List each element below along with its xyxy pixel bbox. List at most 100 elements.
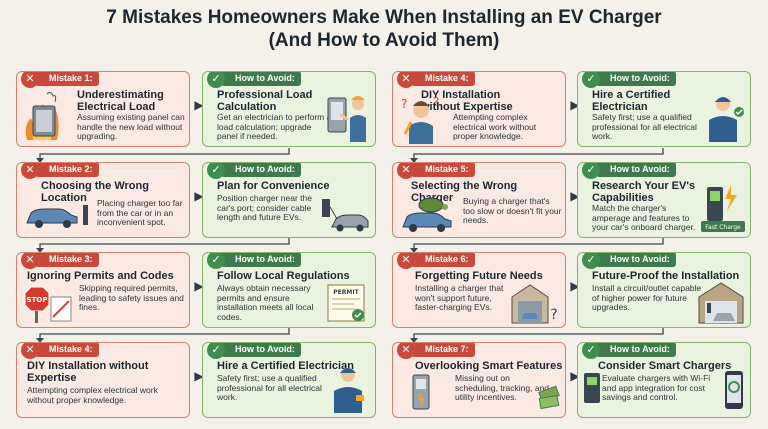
mistake-body: Buying a charger that's too slow or does…	[463, 196, 562, 225]
arrow-right-icon: ▶	[570, 189, 580, 203]
arrow-right-icon: ▶	[194, 279, 204, 293]
arrow-right-icon: ▶	[194, 98, 204, 112]
x-badge-icon: ✕	[397, 72, 415, 88]
mistake-tag: Mistake 2:	[35, 163, 99, 177]
fast-charger-icon: Fast Charge	[701, 185, 745, 232]
mistake-body: Attempting complex electrical work witho…	[453, 112, 537, 141]
mistake-tag: Mistake 1:	[35, 72, 99, 86]
avoid-card-6: ✓ How to Avoid: Future-Proof the Install…	[577, 252, 751, 328]
avoid-card-7: ✓ How to Avoid: Consider Smart Chargers …	[577, 342, 751, 418]
arrow-right-icon: ▶	[194, 189, 204, 203]
avoid-body: Install a circuit/outlet capable of high…	[592, 283, 702, 312]
check-badge-icon: ✓	[207, 343, 225, 359]
mistake-body: Attempting complex electrical work witho…	[27, 385, 158, 405]
mistake-heading: DIY Installation without Expertise	[421, 89, 513, 113]
x-badge-icon: ✕	[21, 72, 39, 88]
mistake-card-1: ✕ Mistake 1: Underestimating Electrical …	[16, 71, 190, 147]
avoid-card-1: ✓ How to Avoid: Professional Load Calcul…	[202, 71, 376, 147]
avoid-body: Match the charger's amperage and feature…	[592, 203, 696, 232]
avoid-heading: Professional Load Calculation	[217, 89, 313, 113]
avoid-heading: Follow Local Regulations	[217, 270, 350, 282]
avoid-heading: Hire a Certified Electrician	[592, 89, 671, 113]
arrow-right-icon: ▶	[570, 369, 580, 383]
mistake-card-2: ✕ Mistake 2: Choosing the Wrong Location…	[16, 162, 190, 238]
avoid-body: Safety first; use a qualified profession…	[592, 112, 697, 141]
arrow-right-icon: ▶	[570, 279, 580, 293]
avoid-heading: Future-Proof the Installation	[592, 270, 740, 282]
permit-document-icon: PERMIT	[327, 284, 365, 322]
avoid-card-4a: ✓ How to Avoid: Hire a Certified Electri…	[577, 71, 751, 147]
mistake-body: Placing charger too far from the car or …	[97, 198, 183, 227]
avoid-body: Safety first; use a qualified profession…	[217, 373, 322, 402]
mistake-tag: Mistake 3:	[35, 253, 99, 267]
check-badge-icon: ✓	[582, 343, 600, 359]
arrow-right-icon: ▶	[570, 98, 580, 112]
mistake-heading: Choosing the Wrong Location	[41, 180, 149, 204]
mistake-body: Installing a charger that won't support …	[415, 283, 504, 312]
x-badge-icon: ✕	[21, 253, 39, 269]
turtle-car-icon	[402, 197, 452, 232]
car-charger-icon	[322, 199, 369, 232]
mistake-card-3: ✕ Mistake 3: Ignoring Permits and Codes …	[16, 252, 190, 328]
avoid-body: Always obtain necessary permits and ensu…	[217, 283, 314, 322]
stop-label: STOP	[27, 296, 48, 304]
avoid-tag: How to Avoid:	[596, 253, 676, 267]
mistake-card-6: ✕ Mistake 6: Forgetting Future Needs Ins…	[392, 252, 566, 328]
check-badge-icon: ✓	[582, 253, 600, 269]
mistake-tag: Mistake 7:	[411, 343, 475, 357]
check-badge-icon: ✓	[582, 163, 600, 179]
electrician-icon	[709, 97, 744, 142]
avoid-tag: How to Avoid:	[596, 343, 676, 357]
mistake-heading: DIY Installation without Expertise	[27, 360, 149, 384]
car-far-charger-icon	[26, 205, 88, 228]
money-icon	[538, 385, 560, 410]
x-badge-icon: ✕	[21, 343, 39, 359]
check-badge-icon: ✓	[207, 253, 225, 269]
avoid-tag: How to Avoid:	[221, 253, 301, 267]
avoid-body: Evaluate chargers with Wi-Fi and app int…	[602, 373, 711, 402]
svg-text:?: ?	[401, 97, 407, 111]
avoid-card-4b: ✓ How to Avoid: Hire a Certified Electri…	[202, 342, 376, 418]
svg-text:?: ?	[433, 95, 439, 109]
x-badge-icon: ✕	[397, 343, 415, 359]
avoid-tag: How to Avoid:	[221, 343, 301, 357]
check-badge-icon: ✓	[207, 163, 225, 179]
check-badge-icon: ✓	[582, 72, 600, 88]
charger-money-icon	[412, 374, 430, 410]
confused-person-icon: ? ?	[401, 95, 439, 144]
garage-question-icon: ?	[511, 284, 558, 324]
avoid-heading: Hire a Certified Electrician	[217, 360, 354, 372]
avoid-heading: Plan for Convenience	[217, 180, 330, 192]
arrow-right-icon: ▶	[194, 369, 204, 383]
stop-sign-icon: STOP	[24, 286, 72, 323]
avoid-tag: How to Avoid:	[596, 72, 676, 86]
avoid-tag: How to Avoid:	[221, 72, 301, 86]
avoid-card-3: ✓ How to Avoid: Follow Local Regulations…	[202, 252, 376, 328]
avoid-heading: Consider Smart Chargers	[598, 360, 732, 372]
x-badge-icon: ✕	[397, 163, 415, 179]
mistake-card-5: ✕ Mistake 5: Selecting the Wrong Charger…	[392, 162, 566, 238]
x-badge-icon: ✕	[397, 253, 415, 269]
avoid-body: Position charger near the car's port; co…	[217, 193, 312, 222]
avoid-card-2: ✓ How to Avoid: Plan for Convenience Pos…	[202, 162, 376, 238]
mistake-heading: Forgetting Future Needs	[415, 270, 543, 282]
mistake-body: Assuming existing panel can handle the n…	[77, 112, 185, 141]
mistake-body: Missing out on scheduling, tracking, and…	[455, 373, 550, 402]
garage-charger-icon	[698, 282, 744, 324]
avoid-card-5: ✓ How to Avoid: Research Your EV's Capab…	[577, 162, 751, 238]
mistake-body: Skipping required permits, leading to sa…	[79, 283, 184, 312]
avoid-tag: How to Avoid:	[596, 163, 676, 177]
mistake-card-4b: ✕ Mistake 4: DIY Installation without Ex…	[16, 342, 190, 418]
fast-charge-label: Fast Charge	[705, 224, 741, 231]
permit-label: PERMIT	[333, 289, 359, 296]
mistake-tag: Mistake 6:	[411, 253, 475, 267]
page-title: 7 Mistakes Homeowners Make When Installi…	[106, 7, 662, 51]
mistake-heading: Underestimating Electrical Load	[77, 89, 164, 113]
mistake-heading: Overlooking Smart Features	[415, 360, 563, 372]
avoid-heading: Research Your EV's Capabilities	[592, 180, 696, 204]
mistake-card-4a: ✕ Mistake 4: DIY Installation without Ex…	[392, 71, 566, 147]
check-badge-icon: ✓	[207, 72, 225, 88]
smart-charger-phone-icon	[584, 373, 600, 403]
mistake-heading: Ignoring Permits and Codes	[27, 270, 174, 282]
